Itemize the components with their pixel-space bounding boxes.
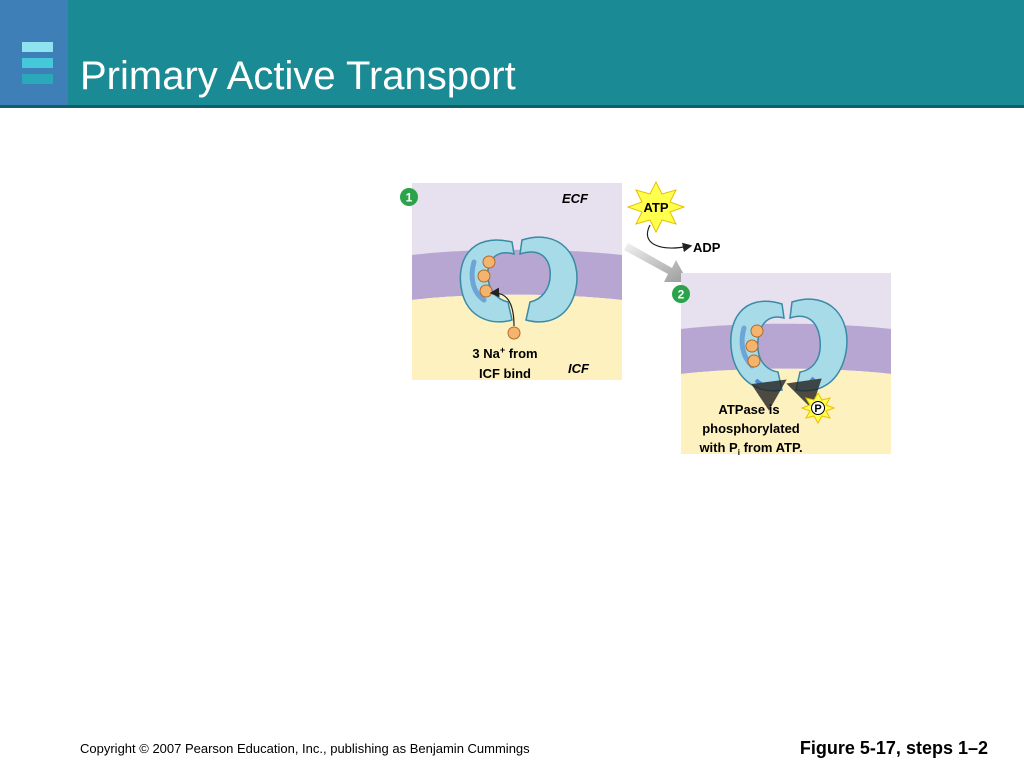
icf-label: ICF: [568, 361, 590, 376]
logo-bar: [22, 42, 53, 52]
step2-panel: P 2 ATPase is phosphorylated with Pi fro…: [672, 273, 891, 457]
binding-site: [469, 259, 487, 303]
slide-title: Primary Active Transport: [80, 54, 516, 98]
atp-to-adp-arrow: [646, 224, 693, 253]
sodium-ion: [747, 354, 761, 368]
phosphate-label: P: [814, 403, 821, 415]
copyright-text: Copyright © 2007 Pearson Education, Inc.…: [80, 741, 530, 756]
step1-badge: [400, 188, 418, 206]
atp-label: ATP: [643, 200, 668, 215]
binding-arrow: [489, 287, 515, 327]
sodium-ion: [477, 269, 491, 283]
cell-membrane: [681, 323, 891, 374]
atp-burst: [626, 180, 686, 234]
ecf-label: ECF: [562, 191, 589, 206]
logo-block: [0, 0, 68, 105]
adp-label: ADP: [693, 240, 721, 255]
header-divider: [0, 105, 1024, 108]
conformation-arrow-left: [751, 378, 787, 411]
slide-header: Primary Active Transport: [0, 0, 1024, 105]
sodium-ion: [482, 255, 496, 269]
step2-caption-line2: phosphorylated: [702, 421, 800, 436]
sodium-ion: [479, 284, 493, 298]
icf-region: [681, 368, 891, 454]
figure-reference: Figure 5-17, steps 1–2: [799, 738, 988, 758]
step1-caption-line2: ICF bind: [479, 366, 531, 381]
step2-badge: [672, 285, 690, 303]
step1-caption-line1: 3 Na+ from: [472, 345, 537, 361]
pump-protein-right: [519, 236, 578, 323]
step-transition-arrow: [624, 243, 688, 282]
step2-number: 2: [678, 288, 685, 302]
ecf-region: [412, 183, 622, 255]
phosphate-circle: [811, 401, 825, 415]
conformation-arrow-right: [786, 376, 822, 409]
sodium-ion-incoming: [507, 326, 521, 340]
logo-bar: [22, 74, 53, 84]
atp-hydrolysis: ATP ADP: [624, 180, 721, 282]
sodium-ion: [745, 339, 759, 353]
step2-caption-line1: ATPase is: [718, 402, 779, 417]
step2-caption-line3: with Pi from ATP.: [698, 440, 802, 457]
sodium-ion: [750, 324, 764, 338]
cell-membrane: [412, 249, 622, 300]
step1-panel: 1 ECF ICF 3 Na+ from ICF bind: [400, 183, 622, 381]
logo-bar: [22, 58, 53, 68]
ecf-region: [681, 273, 891, 329]
step1-number: 1: [406, 191, 413, 205]
